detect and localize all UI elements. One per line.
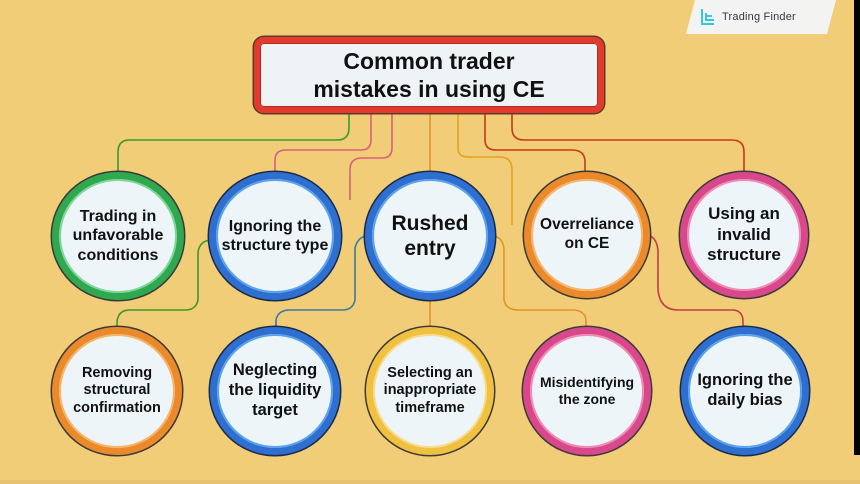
bottom-edge-strip [0,480,860,484]
brand-badge: Trading Finder [686,0,836,34]
right-edge-strip [854,0,860,455]
node-trading-unfavorable-conditions: Trading in unfavorable conditions [52,172,184,300]
node-ignoring-daily-bias: Ignoring the daily bias [681,327,809,455]
node-ignoring-structure-type: Ignoring the structure type [209,172,341,300]
brand-name: Trading Finder [722,11,796,23]
title-line-1: Common trader [343,48,515,74]
node-overreliance-on-ce: Overreliance on CE [524,172,650,298]
trading-finder-logo-icon [701,9,714,25]
node-removing-structural-confirmation: Removing structural confirmation [52,327,182,455]
node-inappropriate-timeframe: Selecting an inappropriate timeframe [366,327,494,455]
node-misidentifying-zone: Misidentifying the zone [523,327,651,455]
node-using-invalid-structure: Using an invalid structure [680,172,808,298]
diagram-title: Common trader mistakes in using CE [254,37,604,113]
node-rushed-entry: Rushed entry [365,172,495,300]
title-line-2: mistakes in using CE [313,76,545,102]
node-neglecting-liquidity-target: Neglecting the liquidity target [210,327,340,455]
